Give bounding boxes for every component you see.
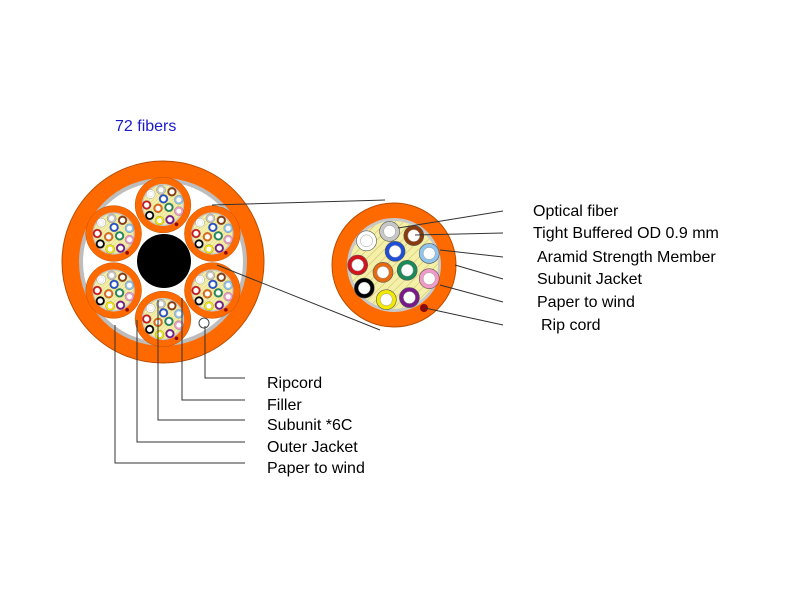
detail-label: Rip cord [541, 317, 601, 334]
filler [137, 234, 191, 288]
detail-label: Subunit Jacket [537, 271, 643, 288]
cable-label: Paper to wind [267, 460, 365, 477]
cable-label: Outer Jacket [267, 439, 358, 456]
subunit [85, 262, 142, 319]
ripcord [198, 317, 210, 329]
subunit [134, 290, 192, 348]
cable-cross-section [61, 160, 265, 364]
cable-label: Filler [267, 397, 302, 414]
cable-label: Ripcord [267, 375, 322, 392]
cable-label: Subunit *6C [267, 417, 352, 434]
detail-label: Aramid Strength Member [537, 249, 716, 266]
detail-label: Paper to wind [537, 294, 635, 311]
diagram-title: 72 fibers [115, 118, 176, 135]
subunit [85, 205, 142, 262]
subunit [134, 176, 192, 234]
detail-label: Tight Buffered OD 0.9 mm [533, 225, 719, 242]
detail-label: Optical fiber [533, 203, 619, 220]
subunit [184, 205, 241, 262]
